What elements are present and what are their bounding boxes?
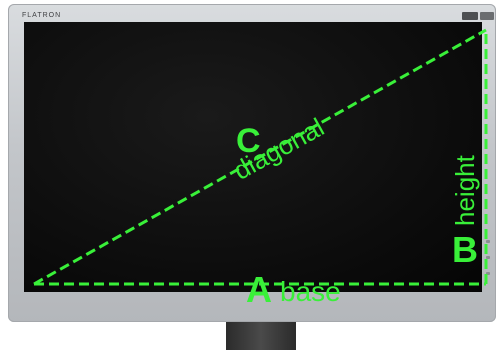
side-button-icon — [486, 256, 490, 259]
brand-label: FLATRON — [22, 12, 62, 19]
side-button-icon — [486, 272, 490, 275]
base-word: base — [280, 276, 341, 307]
height-letter: B — [452, 229, 478, 270]
diagonal-line — [33, 28, 487, 286]
monitor-stand — [226, 318, 296, 350]
logo-icon — [462, 12, 478, 20]
base-letter: A — [246, 269, 272, 310]
side-button-icon — [486, 240, 490, 243]
power-icon — [480, 12, 494, 20]
height-word: height — [450, 155, 480, 226]
diagonal-letter: C — [236, 122, 261, 160]
